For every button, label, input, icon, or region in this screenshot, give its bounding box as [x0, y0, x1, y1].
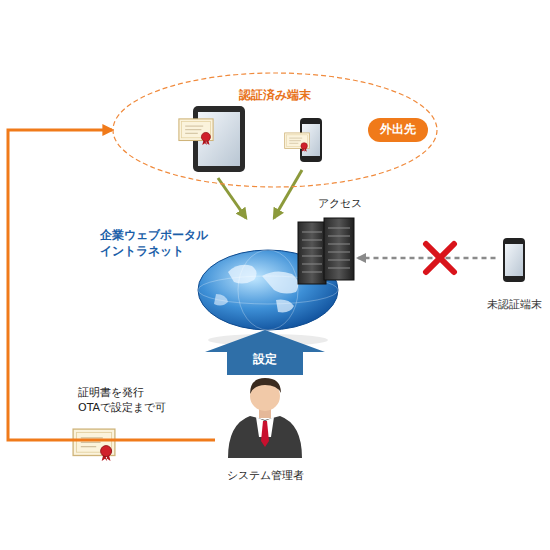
node-text: システム管理者	[215, 469, 315, 483]
smartphone-icon	[285, 118, 322, 162]
device-node: 未認証端末	[482, 232, 547, 312]
person-icon	[228, 378, 302, 458]
access-label: アクセス	[318, 197, 388, 212]
admin-node: システム管理者	[215, 377, 315, 483]
node-text: 企業ウェブポータル イントラネット	[100, 228, 218, 259]
certificate-note: 証明書を発行 OTAで設定まで可	[78, 386, 178, 416]
smartphone-icon	[503, 238, 525, 282]
node-text: 外出先	[368, 122, 428, 138]
portal-server: 企業ウェブポータル イントラネット	[188, 218, 358, 328]
region-outline	[113, 73, 437, 187]
certificate-icon	[73, 429, 115, 461]
tablet-icon	[179, 106, 245, 172]
pill-fill	[368, 118, 428, 142]
denied-mark	[426, 244, 454, 272]
connector	[8, 130, 215, 440]
block-arrow	[205, 330, 325, 375]
connector	[274, 170, 302, 218]
node-text: 設定	[205, 352, 325, 368]
node-text: 認証済み端末	[112, 88, 438, 104]
connector	[358, 257, 496, 260]
location-pill: 外出先	[368, 118, 428, 142]
node-text: 未認証端末	[482, 298, 547, 312]
setting-arrow: 設定	[205, 330, 325, 375]
server-icon	[298, 218, 354, 284]
